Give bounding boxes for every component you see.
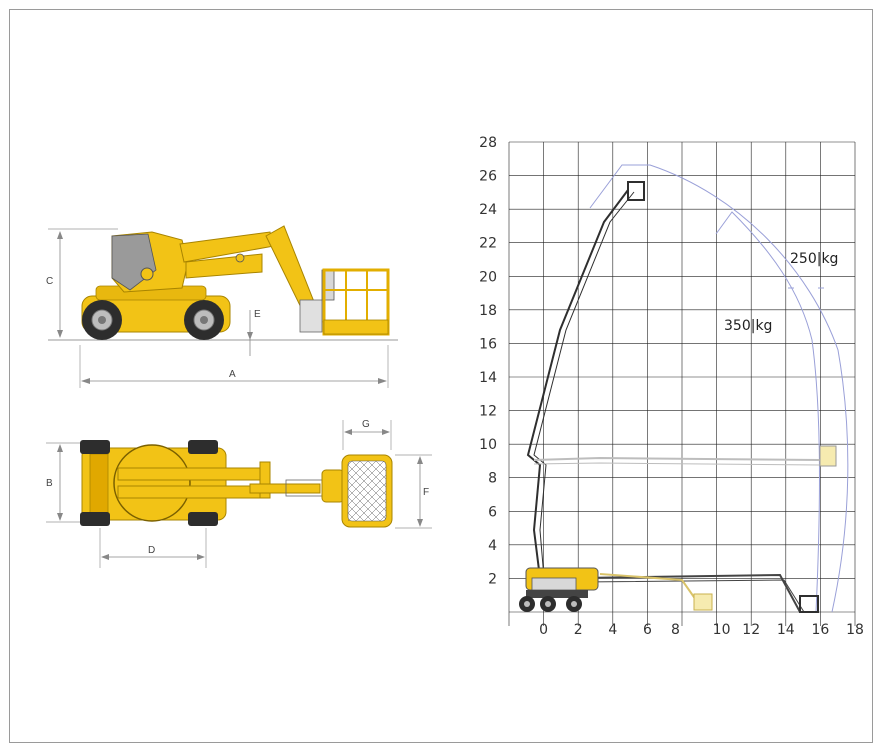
y-tick-label: 8 (488, 471, 497, 487)
dimension-c-label: C (46, 276, 53, 287)
capacity-label-250kg: 250|kg (790, 251, 838, 267)
counterweight-top (89, 453, 109, 515)
dimension-g: G (342, 419, 392, 450)
dimension-a-label: A (229, 369, 236, 380)
top-view: B D G F (46, 419, 432, 568)
dimension-g-label: G (362, 419, 370, 430)
page-frame (9, 9, 873, 743)
front-wheel (82, 300, 122, 340)
x-tick-label: 12 (742, 622, 760, 638)
y-tick-label: 2 (488, 571, 497, 587)
x-tick-label: 10 (713, 622, 731, 638)
boom-top-2 (117, 485, 269, 499)
y-tick-label: 10 (479, 437, 497, 453)
boom-max-outreach (533, 456, 821, 466)
boom-top-head (259, 461, 271, 499)
basket-max-outreach (819, 445, 837, 467)
basket-low-jib (693, 593, 713, 611)
x-tick-label: 4 (608, 622, 617, 638)
x-tick-label: 16 (811, 622, 829, 638)
dimension-f-label: F (423, 487, 429, 498)
boom-low-jib (599, 573, 697, 601)
dimension-d: D (99, 528, 207, 568)
basket-top (321, 454, 393, 528)
x-tick-label: 6 (643, 622, 652, 638)
boom-max-height (526, 189, 635, 579)
y-tick-label: 22 (479, 236, 497, 252)
wheel-top-2 (80, 512, 110, 526)
y-tick-label: 20 (479, 269, 497, 285)
working-envelope (589, 164, 849, 613)
y-tick-label: 4 (488, 538, 497, 554)
x-tick-label: 18 (846, 622, 864, 638)
basket-ground (799, 595, 819, 613)
capacity-label-350kg: 350|kg (724, 318, 772, 334)
x-tick-label: 14 (777, 622, 795, 638)
jib-bracket (299, 299, 323, 333)
x-tick-label: 8 (671, 622, 680, 638)
reach-grid (508, 141, 856, 626)
basket-side (322, 268, 390, 336)
y-tick-label: 26 (479, 169, 497, 185)
rear-wheel (184, 300, 224, 340)
dimension-f: F (395, 454, 432, 529)
boom-top-1 (117, 467, 269, 481)
wheel-top-3 (188, 440, 218, 454)
y-tick-label: 16 (479, 336, 497, 352)
y-tick-label: 24 (479, 202, 497, 218)
dimension-c: C (46, 228, 118, 338)
y-tick-label: 12 (479, 404, 497, 420)
dimension-a: A (79, 345, 389, 388)
x-tick-label: 2 (574, 622, 583, 638)
x-tick-labels: 0 2 4 6 8 10 12 14 16 18 (539, 622, 864, 638)
turntable (113, 444, 191, 522)
dimension-b-label: B (46, 478, 53, 489)
dimension-d-label: D (148, 545, 155, 556)
y-tick-label: 28 (479, 135, 497, 151)
basket-max-height (627, 181, 645, 201)
turret-pivot (140, 267, 154, 281)
dimension-e: E (247, 309, 261, 356)
side-view: C E A (46, 225, 398, 388)
jib-top (249, 483, 321, 494)
wheel-top-1 (80, 440, 110, 454)
y-tick-label: 14 (479, 370, 497, 386)
dimension-e-label: E (254, 309, 261, 320)
boom-joint (235, 253, 245, 263)
y-tick-label: 6 (488, 504, 497, 520)
x-tick-label: 0 (539, 622, 548, 638)
wheel-top-4 (188, 512, 218, 526)
machine-reach (519, 567, 599, 612)
y-tick-label: 18 (479, 303, 497, 319)
